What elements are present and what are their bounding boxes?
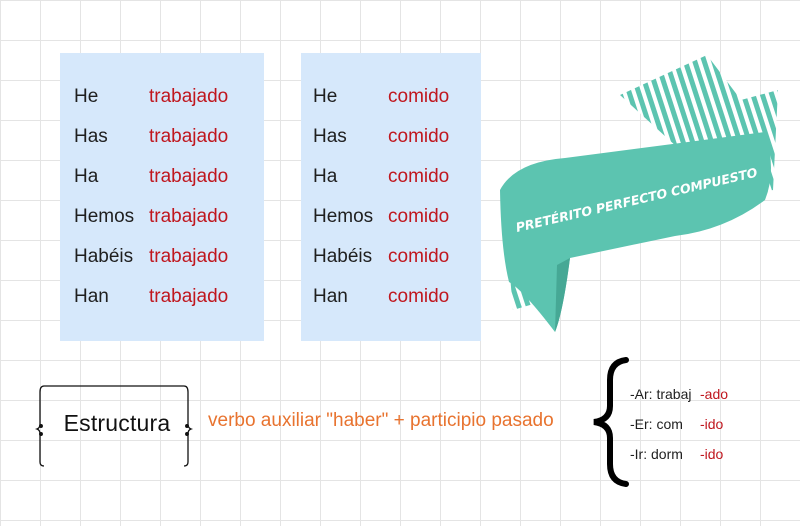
ending-stem: -Ir: dorm — [630, 446, 683, 462]
participle: comido — [388, 206, 450, 227]
estructura-label: Estructura — [63, 410, 171, 436]
pronoun-he: He — [313, 86, 338, 107]
participle: trabajado — [149, 86, 229, 107]
participle: trabajado — [149, 246, 229, 267]
structure-formula: verbo auxiliar "haber" + participio pasa… — [208, 410, 554, 431]
participle: comido — [388, 126, 450, 147]
conjugation-table-trabajar: He trabajado Has trabajado Ha trabajado … — [60, 53, 264, 341]
ribbon-banner: PRETÉRITO PERFECTO COMPUESTO — [500, 55, 778, 332]
participle: trabajado — [149, 126, 229, 147]
pronoun-he: He — [74, 86, 99, 107]
ribbon-main-band — [500, 132, 771, 332]
pronoun-habeis: Habéis — [313, 246, 373, 267]
participle: trabajado — [149, 286, 229, 307]
ending-stem: -Er: com — [630, 416, 683, 432]
ending-suffix: -ido — [700, 446, 724, 462]
participle: trabajado — [149, 206, 229, 227]
estructura-frame — [34, 385, 194, 467]
pronoun-hemos: Hemos — [74, 206, 135, 227]
ending-suffix: -ido — [700, 416, 724, 432]
ending-suffix: -ado — [700, 386, 729, 402]
pronoun-han: Han — [74, 286, 109, 307]
participle: comido — [388, 246, 450, 267]
participle: comido — [388, 166, 450, 187]
pronoun-ha: Ha — [74, 166, 99, 187]
participle: comido — [388, 286, 450, 307]
pronoun-has: Has — [313, 126, 347, 147]
pronoun-ha: Ha — [313, 166, 338, 187]
pronoun-habeis: Habéis — [74, 246, 134, 267]
participle: trabajado — [149, 166, 229, 187]
pronoun-han: Han — [313, 286, 348, 307]
conjugation-table-comer: He comido Has comido Ha comido Hemos com… — [301, 53, 481, 341]
ribbon-fold — [555, 258, 570, 332]
ending-stem: -Ar: trabaj — [630, 386, 692, 402]
curly-brace — [593, 357, 629, 487]
pronoun-has: Has — [74, 126, 108, 147]
participle: comido — [388, 86, 450, 107]
pronoun-hemos: Hemos — [313, 206, 374, 227]
